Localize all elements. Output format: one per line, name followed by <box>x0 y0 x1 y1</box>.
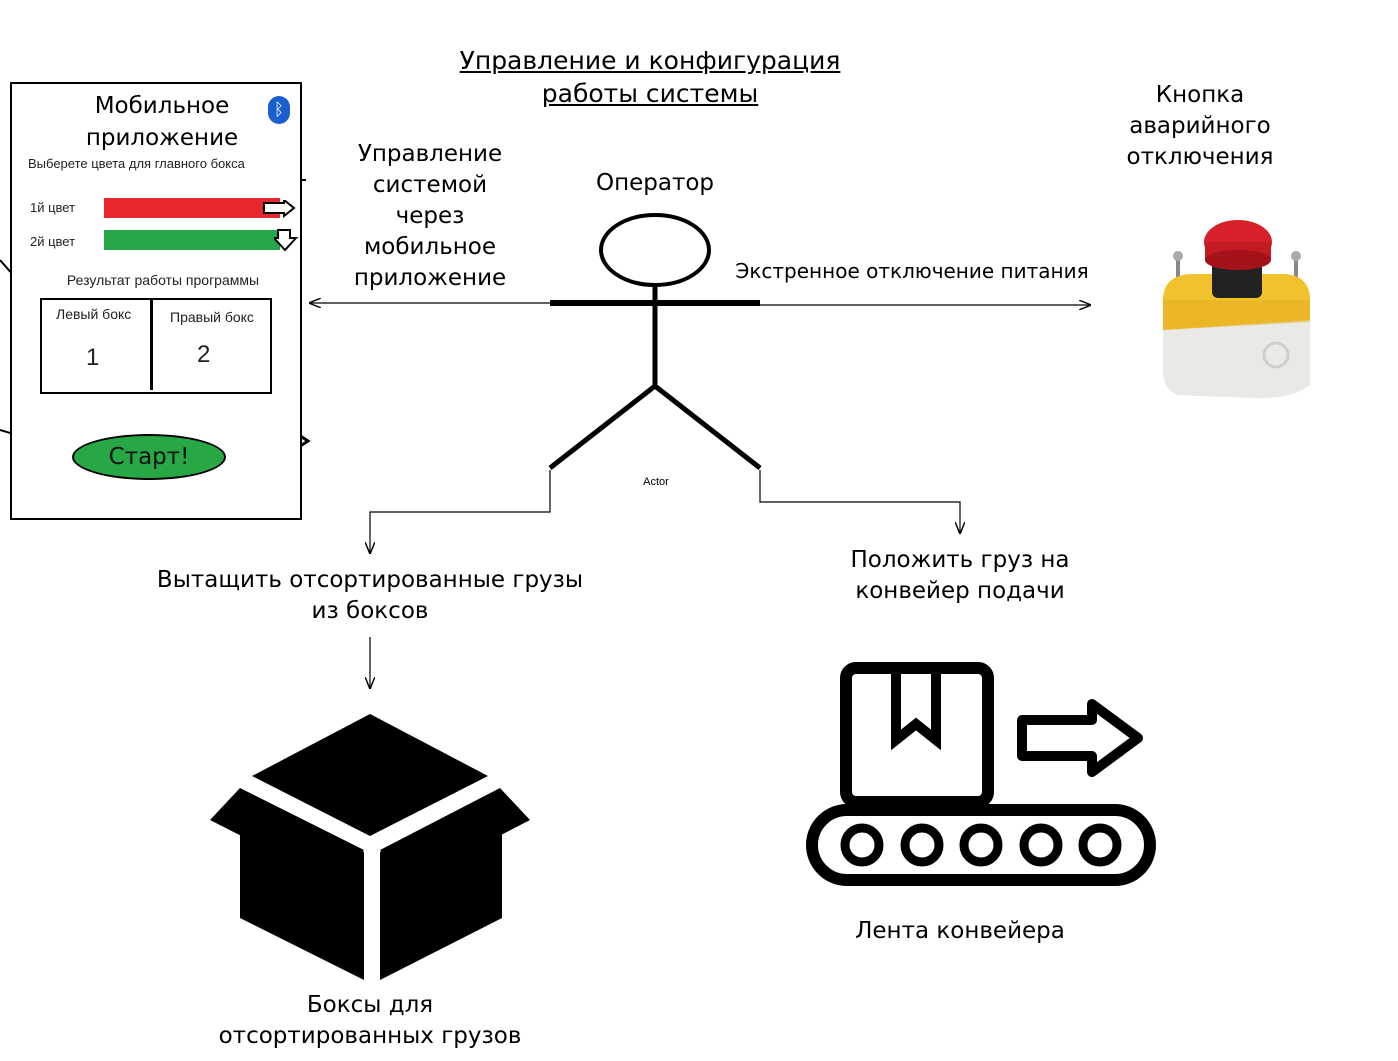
emergency-stop-icon <box>1163 220 1310 399</box>
diagram-title: Управление и конфигурация работы системы <box>420 44 880 110</box>
mobile-app-title: Мобильное приложение <box>62 90 262 154</box>
left-box-label: Левый бокс <box>56 306 132 322</box>
emergency-shutdown-label: Экстренное отключение питания <box>735 259 1089 283</box>
result-panel <box>40 298 272 394</box>
color-choice-subtitle: Выберете цвета для главного бокса <box>28 156 245 171</box>
put-label-line-2: конвейер подачи <box>855 578 1065 604</box>
emergency-button-label: Кнопка аварийного отключения <box>1100 80 1300 173</box>
boxes-label: Боксы для отсортированных грузов <box>170 990 570 1052</box>
arrow-to-pull-cargo <box>370 470 551 553</box>
conveyor-label: Лента конвейера <box>855 918 1065 944</box>
emergency-label-line-3: отключения <box>1126 144 1274 170</box>
put-label-line-1: Положить груз на <box>850 547 1070 573</box>
put-cargo-label: Положить груз на конвейер подачи <box>810 545 1110 607</box>
pull-label-line-1: Вытащить отсортированные грузы <box>156 567 584 593</box>
control-label-line-5: приложение <box>353 265 507 291</box>
color-1-dropdown-arrow-icon[interactable] <box>262 200 296 218</box>
mobile-app-title-line-1: Мобильное <box>94 93 230 119</box>
emergency-label-line-1: Кнопка <box>1155 82 1245 108</box>
bluetooth-icon[interactable]: ᛒ <box>268 96 290 124</box>
title-line-2: работы системы <box>541 79 759 108</box>
pull-cargo-label: Вытащить отсортированные грузы из боксов <box>130 565 610 627</box>
control-via-app-label: Управление системой через мобильное прил… <box>330 139 530 294</box>
color-2-label: 2й цвет <box>30 234 76 249</box>
control-label-line-2: системой <box>372 172 488 198</box>
open-box-icon <box>210 714 530 980</box>
left-box-value: 1 <box>86 344 100 371</box>
control-label-line-3: через <box>395 203 465 229</box>
color-2-dropdown-arrow-icon[interactable] <box>274 228 300 252</box>
mobile-app-title-line-2: приложение <box>85 125 239 151</box>
right-box-label: Правый бокс <box>170 309 254 325</box>
result-divider <box>150 298 153 390</box>
pull-label-line-2: из боксов <box>311 598 429 624</box>
title-line-1: Управление и конфигурация <box>459 46 841 75</box>
color-2-select[interactable] <box>104 230 280 250</box>
conveyor-icon <box>806 662 1156 886</box>
actor-caption: Actor <box>643 476 669 488</box>
color-1-select[interactable] <box>104 198 280 218</box>
control-label-line-1: Управление <box>357 141 503 167</box>
control-label-line-4: мобильное <box>363 234 497 260</box>
arrow-to-put-cargo <box>759 470 960 533</box>
result-title: Результат работы программы <box>66 272 260 288</box>
emergency-label-line-2: аварийного <box>1129 113 1271 139</box>
mobile-app-mockup: Мобильное приложение ᛒ Выберете цвета дл… <box>10 82 302 520</box>
boxes-label-line-1: Боксы для <box>306 992 434 1018</box>
operator-label: Оператор <box>595 170 715 196</box>
operator-stick-figure <box>548 213 762 470</box>
color-1-label: 1й цвет <box>30 200 76 215</box>
right-box-value: 2 <box>197 341 211 368</box>
start-button[interactable]: Старт! <box>72 434 226 480</box>
boxes-label-line-2: отсортированных грузов <box>218 1023 522 1049</box>
